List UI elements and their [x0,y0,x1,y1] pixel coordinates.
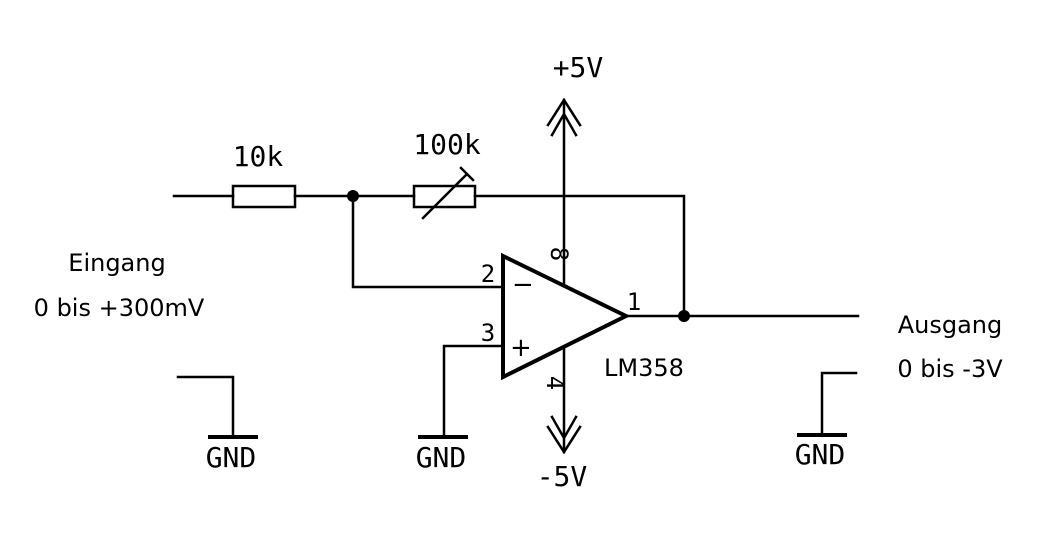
vminus-label: -5V [537,460,588,493]
gnd-center-label: GND [416,441,467,474]
vplus-label: +5V [553,51,604,84]
ic-label: LM358 [604,354,684,382]
pin2-label: 2 [481,260,495,288]
vminus-arrow-inner-icon [550,415,578,441]
pin1-label: 1 [627,288,641,316]
output-title: Ausgang [898,311,1003,339]
vminus-arrow-icon [546,425,582,455]
wire-to-pin2 [351,194,504,289]
pin4-label: 4 [541,376,569,390]
potentiometer-arrow [421,172,469,220]
input-range: 0 bis +300mV [34,294,205,322]
feedback-wire [473,194,686,318]
noninverting-sign: + [510,333,532,363]
input-title: Eingang [68,249,165,277]
vplus-arrow-icon [546,97,582,127]
gnd-input-label: GND [206,441,257,474]
gnd-output-wire [820,371,858,437]
junction-node-output [678,310,690,322]
inverting-sign: − [512,270,534,300]
gnd-input-wire [176,375,235,439]
output-range: 0 bis -3V [897,355,1003,383]
potentiometer-100k-label: 100k [413,128,481,161]
vplus-arrow-inner-icon [550,111,578,137]
pin8-label: 8 [545,247,573,261]
wire-pin3-to-gnd [442,344,504,439]
pin3-label: 3 [481,319,495,347]
gnd-output-label: GND [795,438,846,471]
resistor-10k [231,184,297,209]
resistor-10k-label: 10k [233,140,284,173]
potentiometer-arrow-tick [459,166,475,182]
